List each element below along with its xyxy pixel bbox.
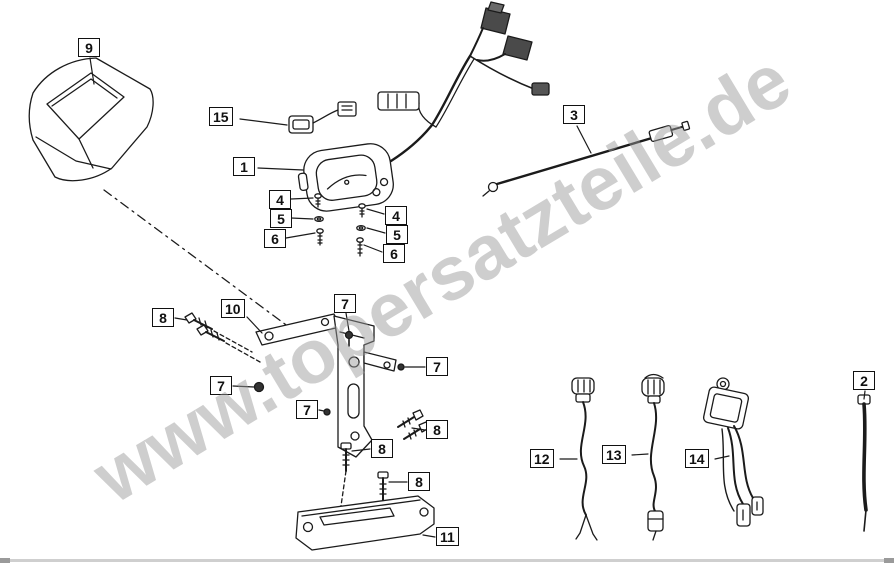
part-drawing-1-speedometer <box>297 143 394 212</box>
part-label-7-right: 7 <box>426 357 448 376</box>
bottom-right-mark <box>884 558 894 563</box>
part-label-3: 3 <box>563 105 585 124</box>
part-label-10: 10 <box>221 299 245 318</box>
part-drawing-14-relay <box>702 377 764 527</box>
part-label-12: 12 <box>530 449 554 468</box>
part-label-9: 9 <box>78 38 100 57</box>
part-label-5-right: 5 <box>386 225 408 244</box>
bottom-left-mark <box>0 558 10 563</box>
part-drawing-fasteners-left <box>314 193 324 246</box>
part-label-7-left: 7 <box>210 376 232 395</box>
part-label-1: 1 <box>233 157 255 176</box>
part-label-7-top: 7 <box>334 294 356 313</box>
axis-dash-line <box>103 189 298 334</box>
part-label-13: 13 <box>602 445 626 464</box>
part-drawing-13-cable <box>641 373 665 541</box>
part-label-15: 15 <box>209 107 233 126</box>
part-drawing-8-bolt-low <box>377 471 389 501</box>
part-label-11: 11 <box>436 527 459 546</box>
part-drawing-10-bracket <box>255 313 397 458</box>
part-drawing-8-bolts-right <box>397 409 430 440</box>
part-label-8-mid: 8 <box>371 439 393 458</box>
part-label-8-right: 8 <box>426 420 448 439</box>
part-label-4-left: 4 <box>269 190 291 209</box>
part-drawing-7-screws <box>253 330 405 416</box>
part-drawing-3-cable <box>482 120 691 197</box>
part-drawing-12-cable <box>571 377 598 541</box>
part-drawing-harness <box>377 1 550 163</box>
part-label-5-left: 5 <box>270 209 292 228</box>
part-label-2: 2 <box>853 371 875 390</box>
part-drawing-9-cover <box>28 57 154 182</box>
part-drawing-2-rod <box>857 394 871 532</box>
part-drawing-15-sensor <box>288 101 357 134</box>
part-drawing-8-bolt-mid <box>340 442 352 507</box>
part-label-6-right: 6 <box>383 244 405 263</box>
part-label-14: 14 <box>685 449 709 468</box>
part-label-4-right: 4 <box>385 206 407 225</box>
part-drawing-fasteners-right <box>356 203 366 257</box>
part-drawing-8-bolts-left <box>184 312 261 363</box>
leader-lines <box>89 57 866 538</box>
part-drawing-11-bracket <box>295 495 435 551</box>
bottom-rule <box>0 559 894 562</box>
part-label-7-mid: 7 <box>296 400 318 419</box>
part-label-8-left: 8 <box>152 308 174 327</box>
part-label-6-left: 6 <box>264 229 286 248</box>
part-label-8-low: 8 <box>408 472 430 491</box>
